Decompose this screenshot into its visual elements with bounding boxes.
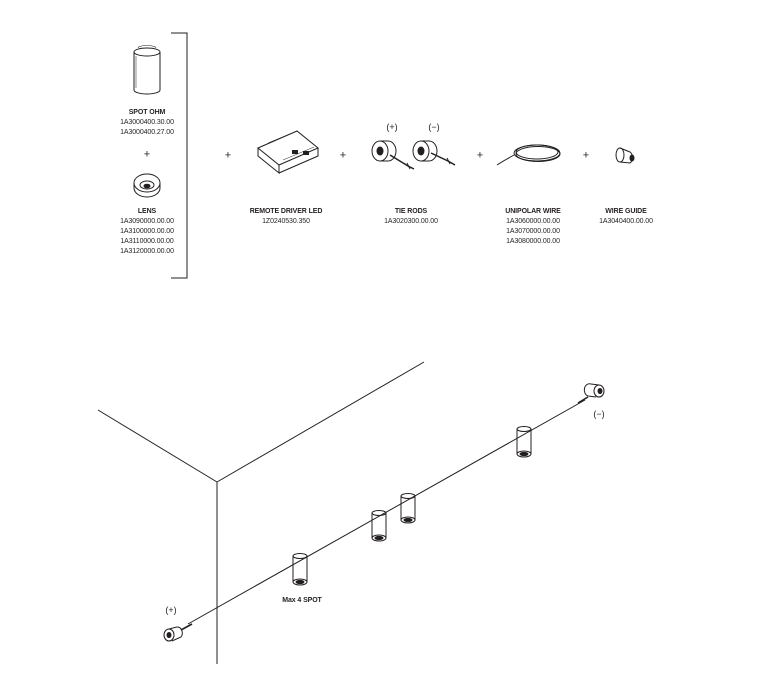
- installed-spot-1: [292, 553, 308, 586]
- remote-driver-image: [257, 130, 319, 175]
- installed-spot-2: [371, 510, 387, 542]
- plus-sign: +: [339, 149, 347, 162]
- ceiling-edge-right: [216, 361, 425, 483]
- installed-spot-3: [400, 493, 416, 524]
- installed-tie-rod-plus: [163, 623, 193, 642]
- driver-label: REMOTE DRIVER LED 1Z0240530.350: [250, 207, 323, 227]
- wire-label: UNIPOLAR WIRE 1A3060000.00.00 1A3070000.…: [505, 207, 561, 247]
- group-bracket: [171, 32, 188, 279]
- installed-plus-label: (+): [165, 605, 177, 615]
- wire-guide-label: WIRE GUIDE 1A3040400.00.00: [599, 207, 653, 227]
- tie-rod-minus-label: (−): [428, 122, 440, 132]
- spot-ohm-label: SPOT OHM 1A3000400.30.00 1A3000400.27.00: [120, 108, 174, 138]
- spot-ohm-image: [133, 45, 161, 95]
- installed-spot-4: [516, 426, 532, 458]
- plus-sign: +: [143, 148, 151, 161]
- driver-code: 1Z0240530.350: [262, 218, 310, 225]
- lens-code: 1A3110000.00.00: [120, 238, 174, 245]
- lens-name: LENS: [137, 208, 157, 215]
- tie-rods-name: TIE RODS: [394, 208, 428, 215]
- wire-guide-code: 1A3040400.00.00: [599, 218, 653, 225]
- spot-ohm-code: 1A3000400.30.00: [120, 119, 174, 126]
- lens-label: LENS 1A3090000.00.00 1A3100000.00.00 1A3…: [120, 207, 174, 257]
- spot-ohm-code: 1A3000400.27.00: [120, 129, 174, 136]
- plus-sign: +: [582, 149, 590, 162]
- lens-code: 1A3120000.00.00: [120, 248, 174, 255]
- wire-code: 1A3070000.00.00: [506, 228, 560, 235]
- tensioned-wire: [187, 399, 586, 625]
- tie-rod-plus-label: (+): [386, 122, 398, 132]
- tie-rod-plus-image: [371, 140, 415, 170]
- wire-guide-name: WIRE GUIDE: [605, 208, 647, 215]
- wire-guide-image: [615, 147, 635, 164]
- driver-name: REMOTE DRIVER LED: [249, 208, 323, 215]
- wire-code: 1A3080000.00.00: [506, 238, 560, 245]
- lens-code: 1A3100000.00.00: [120, 228, 174, 235]
- ceiling-edge-left: [97, 409, 218, 483]
- tie-rods-code: 1A3020300.00.00: [384, 218, 438, 225]
- max-spot-label: Max 4 SPOT: [282, 597, 322, 604]
- wire-name: UNIPOLAR WIRE: [505, 208, 561, 215]
- wire-code: 1A3060000.00.00: [506, 218, 560, 225]
- spot-ohm-name: SPOT OHM: [128, 109, 166, 116]
- installed-tie-rod-minus: [577, 383, 605, 404]
- plus-sign: +: [476, 149, 484, 162]
- lens-code: 1A3090000.00.00: [120, 218, 174, 225]
- tie-rods-label: TIE RODS 1A3020300.00.00: [384, 207, 438, 227]
- plus-sign: +: [224, 149, 232, 162]
- unipolar-wire-image: [496, 144, 561, 166]
- installed-minus-label: (−): [593, 409, 605, 419]
- tie-rod-minus-image: [412, 140, 456, 166]
- lens-image: [133, 173, 161, 198]
